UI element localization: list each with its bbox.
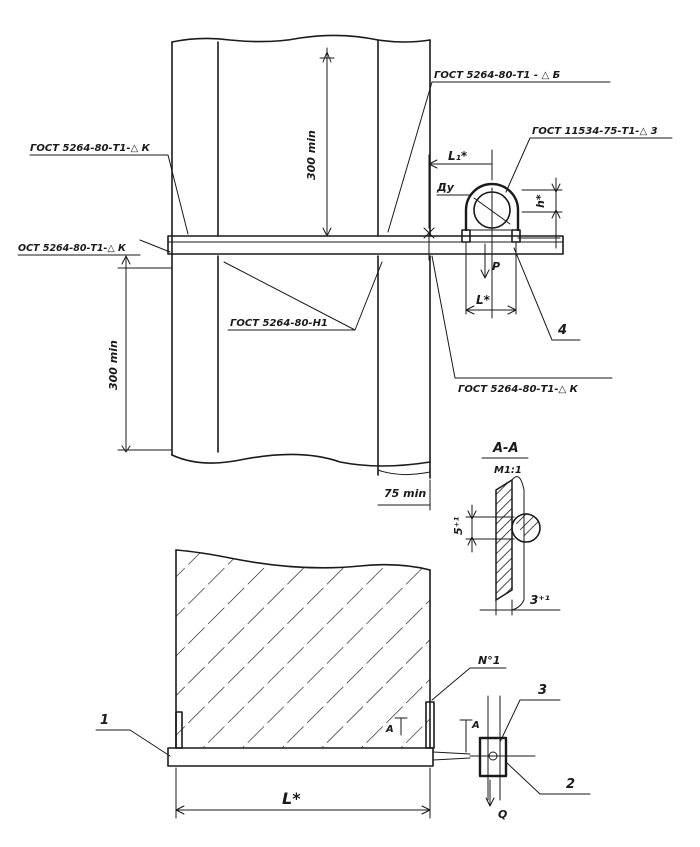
load-P: P <box>480 243 500 279</box>
dim-300-upper: 300 min <box>305 47 335 237</box>
label-P: P <box>492 260 500 273</box>
leader-1: 1 <box>95 713 171 757</box>
dim-Dy-label: Ду <box>436 181 455 194</box>
label-Q: Q <box>498 808 507 821</box>
label-4: 4 <box>557 323 567 338</box>
section-A-A: А-А М1:1 5⁺¹ 3⁺¹ <box>452 441 561 616</box>
support-bar <box>167 235 564 255</box>
gost-clamp-label: ГОСТ 11534-75-Т1-△ 3 <box>532 126 658 137</box>
dim-h: h* <box>521 177 563 249</box>
gost-middle-label: ГОСТ 5264-80-Н1 <box>230 318 328 329</box>
dim-75: 75 min <box>377 479 431 511</box>
pipe-clamp <box>461 149 521 319</box>
dim-L1: L₁* <box>428 149 493 229</box>
dim-L-top-label: L* <box>476 293 491 307</box>
gost-left-lower-label: ОСТ 5264-80-Т1-△ К <box>18 243 127 254</box>
dim-75-label: 75 min <box>384 487 426 500</box>
dim-300-upper-label: 300 min <box>305 130 318 180</box>
center-mark <box>423 227 435 261</box>
front-clamp: А Q <box>459 695 507 821</box>
gost-left-upper-label: ГОСТ 5264-80-Т1-△ К <box>30 143 151 154</box>
label-N1: N°1 <box>478 654 500 667</box>
dim-L-bottom: L* <box>175 767 431 819</box>
dim-L1-label: L₁* <box>448 149 468 163</box>
dim-L-top: L* <box>465 293 517 315</box>
gussets <box>175 701 435 749</box>
label-N1-group: N°1 <box>431 654 507 701</box>
top-view: 300 min 300 min 75 min L₁* <box>17 34 673 511</box>
dim-h-label: h* <box>534 194 547 208</box>
label-1: 1 <box>100 713 109 728</box>
dim-5-label: 5⁺¹ <box>452 517 465 535</box>
label-A-left: А <box>385 724 394 735</box>
dim-300-lower: 300 min <box>107 255 173 453</box>
gost-top-right-label: ГОСТ 5264-80-Т1 - △ Б <box>434 70 561 81</box>
label-2: 2 <box>566 777 575 792</box>
section-scale: М1:1 <box>494 465 522 476</box>
label-A-right: А <box>471 720 480 731</box>
dim-300-lower-label: 300 min <box>107 340 120 390</box>
leader-3: 3 <box>499 683 561 743</box>
dim-3-label: 3⁺¹ <box>530 593 550 607</box>
column-outline <box>171 34 431 479</box>
gost-leaders <box>17 81 673 379</box>
front-view: А N°1 А Q 3 2 <box>95 549 591 821</box>
gost-bottom-label: ГОСТ 5264-80-Т1-△ К <box>458 384 579 395</box>
dim-L-bottom-label: L* <box>282 789 301 808</box>
label-3: 3 <box>538 683 547 698</box>
section-title: А-А <box>492 441 519 456</box>
leader-2: 2 <box>505 761 591 795</box>
leader-4: 4 <box>513 247 581 341</box>
